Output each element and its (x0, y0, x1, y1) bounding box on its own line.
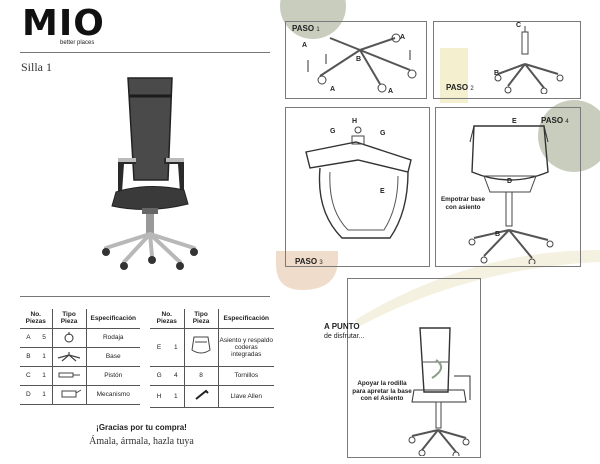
step1-base-diagram (307, 33, 417, 93)
step4-title: PASO 4 (541, 116, 569, 125)
step1-label-a1: A (302, 42, 308, 49)
part-letter: H (150, 385, 169, 408)
step2-label-c: C (516, 22, 522, 29)
step1-label-a3: A (330, 86, 336, 93)
divider-top (20, 52, 270, 53)
table-row: B 1 Base (20, 347, 140, 367)
final-subtitle: de disfrutar... (324, 333, 365, 340)
step1-panel (285, 21, 427, 99)
parts-table-left: No. Piezas Tipo Pieza Especificación A 5… (20, 309, 140, 405)
table-header: No. Piezas Tipo Pieza Especificación (20, 309, 140, 329)
chair-base-icon (56, 350, 82, 362)
part-qty: 1 (168, 328, 185, 367)
step2-piston-diagram (494, 26, 564, 94)
step3-label-g2: G (380, 130, 386, 137)
part-qty: 1 (36, 347, 53, 367)
step4-note-empotrar: Empotrar base con asiento (440, 196, 486, 211)
brand-logo: MIO (22, 3, 105, 44)
thanks-heading: ¡Gracias por tu compra! (96, 423, 187, 432)
col-no-piezas: No. Piezas (150, 309, 185, 329)
chair-photo (102, 77, 198, 270)
final-title: A PUNTO (324, 322, 360, 331)
divider-bottom (20, 296, 270, 297)
part-qty: 5 (36, 328, 53, 348)
step3-panel (285, 107, 430, 267)
part-spec: Tornillos (218, 366, 274, 386)
step4-panel (435, 107, 581, 267)
step4-assembly-diagram (468, 125, 554, 264)
seat-backrest-icon (188, 334, 214, 358)
step3-seat-diagram (305, 126, 412, 239)
parts-table-right: No. Piezas Tipo Pieza Especificación E 1… (150, 309, 274, 408)
screw-size-text: 8 (184, 366, 219, 386)
step1-title: PASO 1 (292, 24, 320, 33)
col-tipo-pieza: Tipo Pieza (52, 309, 87, 329)
table-row: E 1 Asiento y respaldo coderas integrada… (150, 328, 274, 367)
final-chair-diagram (408, 327, 471, 456)
part-spec: Llave Allen (218, 385, 274, 408)
step4-label-d: D (507, 178, 513, 185)
gas-piston-icon (56, 369, 82, 381)
step4-label-e: E (512, 118, 517, 125)
sage-blob-top (280, 0, 346, 39)
part-spec: Pistón (86, 366, 140, 386)
mechanism-icon (56, 388, 82, 400)
part-spec: Mecanismo (86, 385, 140, 405)
step4-label-b: B (495, 231, 501, 238)
step2-title: PASO 2 (446, 83, 474, 92)
allen-key-icon (188, 389, 214, 401)
step3-label-h: H (352, 118, 358, 125)
col-no-piezas: No. Piezas (20, 309, 53, 329)
step2-label-b: B (494, 70, 500, 77)
part-qty: 1 (36, 366, 53, 386)
part-qty: 1 (36, 385, 53, 405)
step1-label-a2: A (400, 34, 406, 41)
step3-title: PASO 3 (295, 257, 323, 266)
product-title: Silla 1 (21, 60, 53, 74)
part-letter: G (150, 366, 169, 386)
step1-label-a4: A (388, 88, 394, 95)
caster-icon (56, 331, 82, 343)
col-especificacion: Especificación (218, 309, 274, 329)
part-letter: A (20, 328, 37, 348)
col-especificacion: Especificación (86, 309, 140, 329)
part-letter: C (20, 366, 37, 386)
brand-tagline: better places (60, 40, 95, 46)
part-spec: Rodaja (86, 328, 140, 348)
table-header: No. Piezas Tipo Pieza Especificación (150, 309, 274, 329)
sage-blob-right (538, 100, 600, 172)
table-row: D 1 Mecanismo (20, 385, 140, 405)
step1-label-b: B (356, 56, 362, 63)
peach-blob (276, 251, 338, 290)
step3-label-g1: G (330, 128, 336, 135)
thanks-slogan: Ámala, ármala, hazla tuya (89, 436, 194, 447)
table-row: C 1 Pistón (20, 366, 140, 386)
table-row: H 1 Llave Allen (150, 385, 274, 408)
cream-swoosh (355, 250, 600, 326)
step2-panel (433, 21, 581, 99)
part-letter: B (20, 347, 37, 367)
final-panel (347, 278, 481, 458)
part-letter: E (150, 328, 169, 367)
col-tipo-pieza: Tipo Pieza (184, 309, 219, 329)
part-qty: 1 (168, 385, 185, 408)
part-spec: Asiento y respaldo coderas integradas (218, 328, 274, 367)
table-row: G 4 8 Tornillos (150, 366, 274, 386)
part-letter: D (20, 385, 37, 405)
table-row: A 5 Rodaja (20, 328, 140, 348)
final-note-apoyar: Apoyar la rodilla para apretar la base c… (352, 380, 412, 402)
yellow-blob (440, 48, 468, 103)
part-qty: 4 (168, 366, 185, 386)
part-spec: Base (86, 347, 140, 367)
step3-label-e: E (380, 188, 385, 195)
